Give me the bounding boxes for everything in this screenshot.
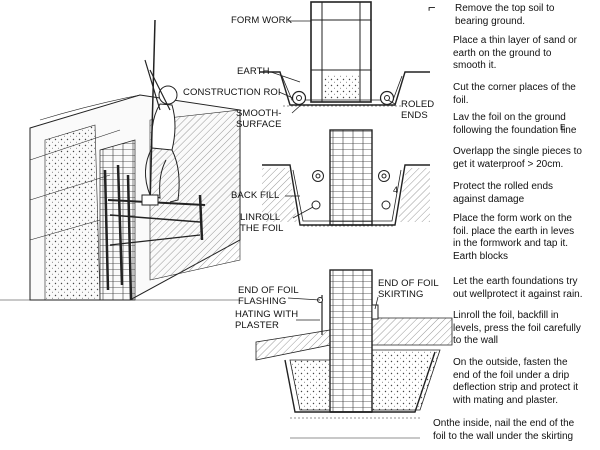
label-earth: EARTH	[237, 66, 270, 77]
step-2: Place a thin layer of sand or earth on t…	[453, 35, 577, 71]
step-9: Linroll the foil, backfill in levels, pr…	[453, 310, 581, 346]
leader-lines	[270, 20, 396, 321]
step-11: Onthe inside, nail the end of the foil t…	[433, 418, 575, 442]
label-back-fill: BACK FILL	[231, 190, 280, 201]
label-smooth-surface: SMOOTH- SURFACE	[236, 108, 282, 130]
small-e-marker: E	[560, 123, 566, 132]
label-end-of-foil-skirting: END OF FOIL SKIRTING	[378, 278, 439, 300]
label-roled-ends: ROLED ENDS	[401, 99, 435, 121]
small-4-marker: 4	[393, 185, 399, 195]
bracket-marker: ⌐	[428, 0, 436, 15]
step-5: Overlapp the single pieces to get it wat…	[453, 146, 582, 170]
step-8: Let the earth foundations try out wellpr…	[453, 276, 583, 300]
step-6: Protect the rolled ends against damage	[453, 181, 554, 205]
label-end-of-foil-flashing: END OF FOIL FLASHING	[238, 285, 299, 307]
section-3	[255, 269, 453, 439]
label-hating-with-plaster: HATING WITH PLASTER	[235, 309, 299, 331]
label-construction-roll: CONSTRUCTION ROI	[183, 87, 281, 98]
step-4: Lav the foil on the ground following the…	[453, 112, 577, 136]
section-2	[262, 129, 430, 227]
label-linroll-the-foil: LINROLL THE FOIL	[240, 212, 284, 234]
label-form-work: FORM WORK	[231, 15, 293, 26]
step-10: On the outside, fasten the end of the fo…	[453, 357, 579, 406]
step-7: Place the form work on the foil. place t…	[453, 213, 575, 262]
step-1: Remove the top soil to bearing ground.	[455, 3, 555, 27]
section-1	[260, 1, 430, 107]
worker-sketch	[0, 19, 241, 301]
step-3: Cut the corner places of the foil.	[453, 82, 576, 106]
